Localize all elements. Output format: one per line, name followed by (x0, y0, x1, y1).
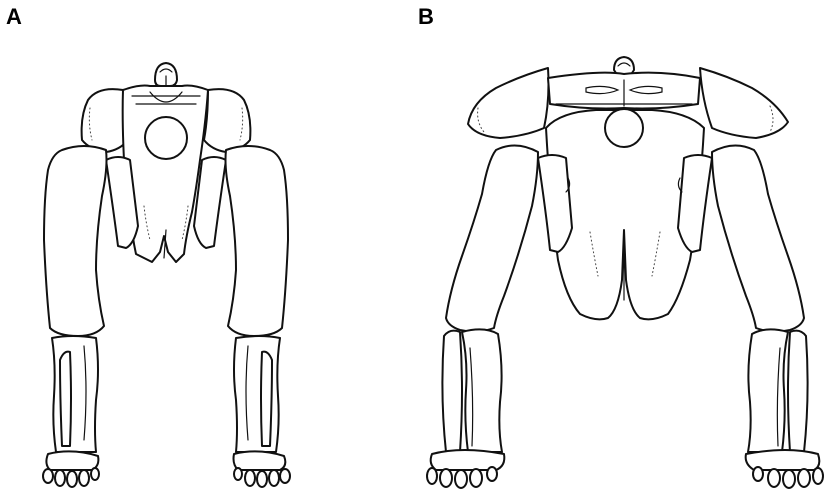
panel-b-tibia-left (462, 329, 502, 452)
panel-a-foot-right (234, 451, 291, 487)
panel-b-skeleton (427, 57, 823, 488)
panel-b-femur-left (446, 145, 538, 331)
panel-b-femur-neck-right (678, 155, 712, 252)
panel-b-femur-right (712, 145, 804, 331)
panel-b-ilium-right (700, 68, 788, 138)
panel-a-femur-left (44, 146, 107, 336)
panel-a-vertebra (155, 63, 177, 86)
panel-b-acetabulum (605, 109, 643, 147)
panel-a-tibia-left (52, 336, 98, 452)
panel-a-femur-right (226, 146, 289, 336)
panel-a-tibia-right (234, 336, 280, 452)
panel-b-ilium-left (468, 68, 549, 138)
panel-b-femur-neck-left (538, 155, 572, 252)
panel-b-foot-right (746, 450, 823, 488)
panel-b-fibula-left (442, 331, 462, 452)
panel-a-acetabulum (145, 117, 187, 159)
panel-a-foot-left (43, 451, 99, 487)
panel-a-ilium-right (204, 89, 250, 152)
panel-a-ilium-left (82, 89, 128, 152)
panel-a-fibula-right (261, 352, 272, 446)
panel-b-foot-left (427, 450, 504, 488)
panel-a-fibula-left (60, 352, 71, 446)
panel-b-tibia-right (748, 329, 788, 452)
panel-a-skeleton (43, 63, 290, 487)
panel-b-fibula-right (788, 331, 808, 452)
